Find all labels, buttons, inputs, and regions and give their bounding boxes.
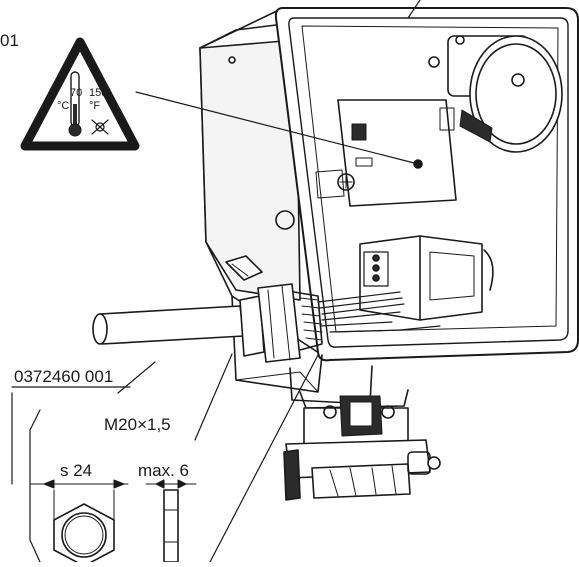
cable-gland (92, 283, 323, 363)
hex-nut-side (163, 489, 179, 563)
part-number-label: 0372460 001 (14, 367, 114, 386)
wire-bundle (317, 291, 441, 333)
no-sun-icon (91, 119, 109, 135)
temperature-warning-symbol (20, 37, 140, 151)
thread-size-label: M20×1,5 (104, 415, 171, 434)
drawing-id-label: 01 (0, 31, 19, 50)
circuit-board (315, 99, 457, 207)
bottom-fitting (283, 389, 441, 501)
dimension-lines (29, 479, 197, 521)
max-thickness-label: max. 6 (138, 461, 190, 480)
temp-max-fahrenheit: 158 (89, 87, 108, 99)
unit-fahrenheit: °F (89, 100, 101, 112)
temp-min-celsius: 70 (70, 87, 83, 99)
hex-nut-front (53, 503, 115, 567)
unit-celsius: °C (57, 100, 70, 112)
detail-callout (11, 386, 131, 563)
leader-lines (117, 0, 421, 563)
transformer (428, 35, 563, 153)
wrench-size-label: s 24 (60, 461, 93, 480)
